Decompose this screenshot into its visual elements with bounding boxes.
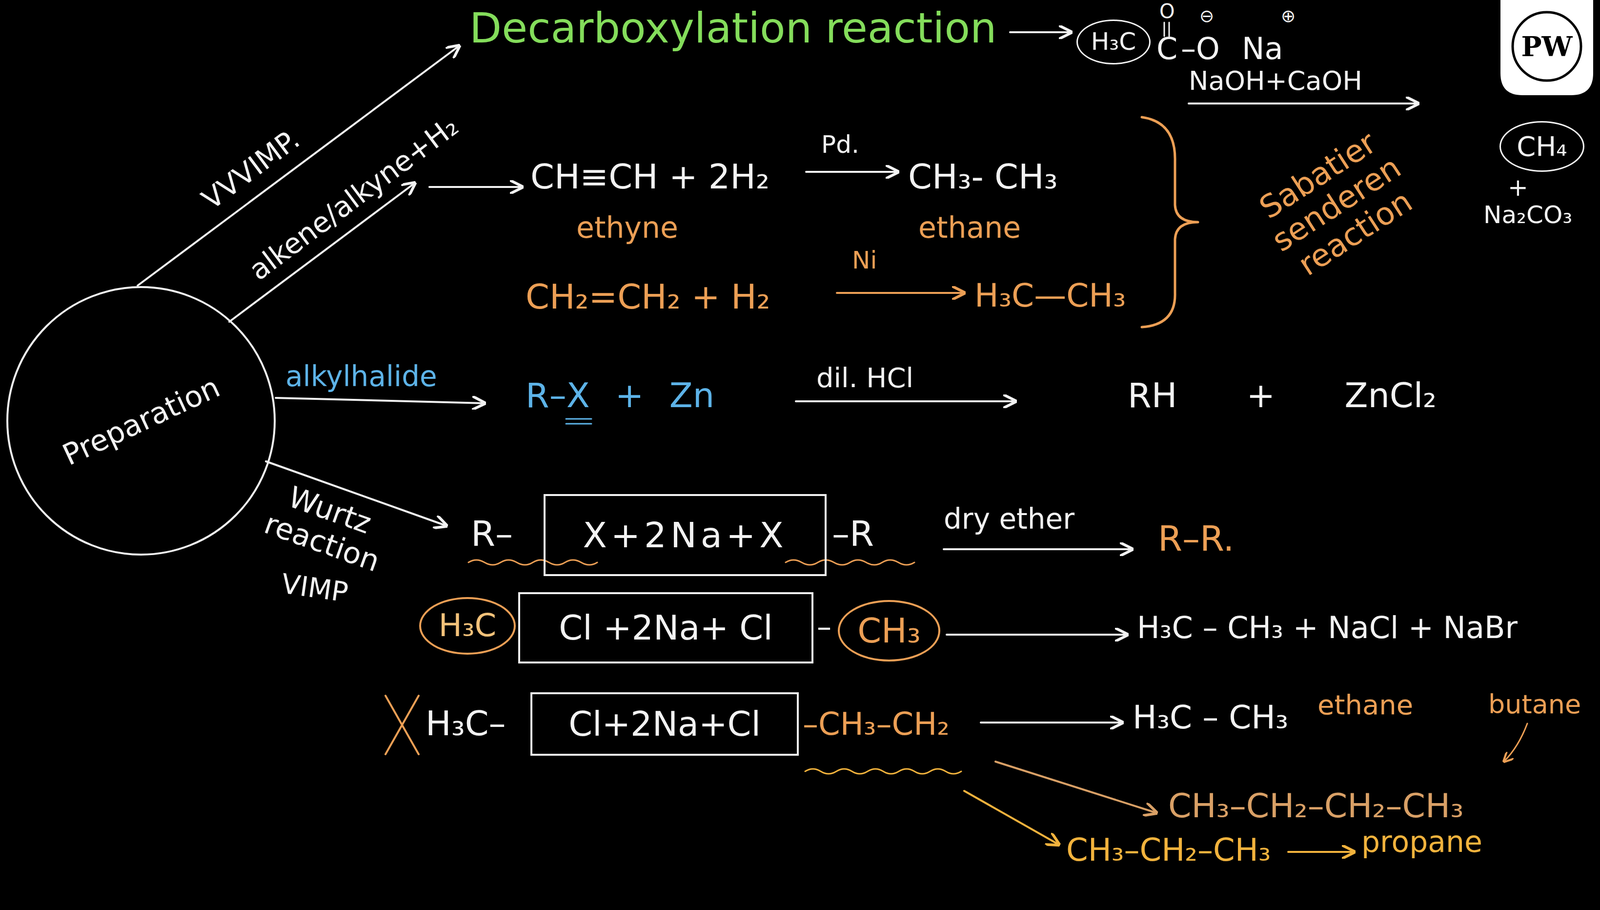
- name-note: butane: [1488, 688, 1581, 720]
- double-underline: [566, 418, 592, 424]
- reaction-arrow: [1188, 102, 1418, 105]
- formula-text: O: [1159, 0, 1175, 23]
- reaction-arrow: [806, 170, 898, 173]
- curly-bracket: [1141, 117, 1198, 327]
- formula-text: –: [816, 609, 832, 644]
- formula-text: CH₃- CH₃: [908, 157, 1058, 197]
- formula-text: +: [1507, 173, 1529, 203]
- reaction-arrow: [795, 400, 1016, 403]
- logo-ring: [1512, 12, 1581, 81]
- circled-group: H₃C: [419, 596, 516, 655]
- formula-text: CH₃–CH₂–CH₃: [1066, 831, 1271, 869]
- formula-text: H₃C – CH₃: [1132, 698, 1289, 736]
- node-text: Preparation: [57, 369, 225, 472]
- reagent-text: Pd.: [821, 130, 860, 160]
- name-note: ethane: [1317, 688, 1414, 721]
- formula-text: CH₂=CH₂ + H₂: [525, 277, 771, 317]
- formula-text: H₃C—CH₃: [974, 277, 1126, 315]
- wavy-underline: [805, 768, 962, 774]
- formula-text: –CH₃–CH₂: [802, 706, 950, 743]
- reagent-text: NaOH+CaOH: [1188, 65, 1363, 97]
- reaction-name: Sabatier senderen reaction: [1247, 121, 1426, 287]
- formula-text: R–X + Zn: [525, 375, 715, 416]
- reagent-text: dil. HCl: [816, 362, 914, 394]
- reagent-text: dry ether: [943, 502, 1075, 536]
- reaction-arrow: [964, 790, 1059, 845]
- circled-group: Preparation: [6, 285, 276, 556]
- reaction-arrow: [943, 547, 1133, 550]
- reagent-box: Cl +2Na+ Cl: [518, 591, 814, 664]
- reaction-arrow: [1010, 31, 1072, 34]
- logo-mark: PW: [1521, 30, 1573, 62]
- reaction-arrow: [980, 721, 1123, 724]
- circled-group: CH₄: [1499, 121, 1585, 172]
- circled-group: H₃C: [1076, 19, 1152, 65]
- formula-text: H₃C–: [425, 703, 507, 744]
- node-text: X+2Na+X: [582, 514, 788, 556]
- node-text: Cl +2Na+ Cl: [558, 607, 773, 648]
- branch-arrow: [429, 185, 523, 188]
- node-text: CH₃: [857, 610, 921, 651]
- name-note: ethane: [918, 210, 1021, 245]
- formula-text: C: [1156, 31, 1178, 66]
- name-note: ethyne: [576, 210, 679, 245]
- branch-label: alkylhalide: [285, 360, 438, 393]
- formula-text: CH₃–CH₂–CH₂–CH₃: [1168, 786, 1464, 825]
- node-text: Cl+2Na+Cl: [568, 704, 761, 744]
- reaction-arrow: [836, 291, 965, 294]
- circled-group: CH₃: [837, 599, 941, 662]
- formula-text: RH + ZnCl₂: [1127, 375, 1437, 416]
- node-text: H₃C: [438, 607, 497, 644]
- formula-text: R–R.: [1157, 518, 1235, 559]
- wavy-underline: [468, 559, 598, 565]
- priority-note: VIMP: [279, 567, 351, 609]
- section-heading: Decarboxylation reaction: [469, 3, 997, 53]
- charge-sign: ⊖: [1199, 5, 1215, 26]
- wavy-underline: [785, 559, 915, 565]
- node-text: CH₄: [1516, 130, 1568, 163]
- node-text: H₃C: [1091, 27, 1137, 57]
- formula-text: Na₂CO₃: [1483, 201, 1573, 230]
- reaction-arrow: [995, 761, 1157, 813]
- reagent-box: Cl+2Na+Cl: [530, 691, 799, 756]
- formula-text: CH≡CH + 2H₂: [530, 157, 770, 197]
- formula-text: –O: [1180, 31, 1220, 66]
- strike-cross: [385, 695, 419, 754]
- priority-note: VVVIMP.: [196, 122, 306, 216]
- charge-sign: ⊕: [1280, 5, 1296, 26]
- reaction-arrow: [1288, 850, 1355, 853]
- formula-text: H₃C – CH₃ + NaCl + NaBr: [1136, 609, 1518, 645]
- pointer-arrow: [1503, 723, 1528, 762]
- name-note: propane: [1361, 824, 1483, 859]
- reagent-box: X+2Na+X: [543, 493, 827, 576]
- reaction-arrow: [946, 633, 1128, 636]
- formula-text: R–: [470, 513, 513, 554]
- reagent-text: Ni: [851, 246, 877, 275]
- branch-arrow: [275, 397, 485, 404]
- formula-text: –R: [831, 513, 874, 554]
- logo-badge: [1500, 0, 1594, 96]
- formula-text: Na: [1241, 31, 1283, 66]
